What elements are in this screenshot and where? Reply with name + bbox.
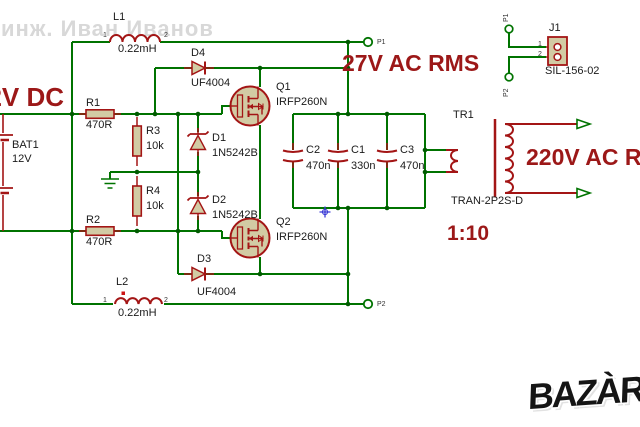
c2-ref-label: C2 <box>306 144 321 156</box>
r4-value-label: 10k <box>146 200 164 212</box>
p1-terminal-label: P1 <box>377 39 386 46</box>
d2-value-label: 1N5242B <box>212 209 258 221</box>
ac-secondary-annotation: 220V AC RMS <box>526 144 640 170</box>
q2-ref-label: Q2 <box>276 216 291 228</box>
output-arrow-bottom <box>576 187 593 199</box>
c2-value-label: 470n <box>306 160 331 172</box>
r1-value-label: 470R <box>86 119 113 131</box>
ground-symbol <box>101 178 119 189</box>
r4-ref-label: R4 <box>146 185 161 197</box>
mosfet-q1 <box>229 85 271 127</box>
origin-marker-red <box>121 291 125 295</box>
d4-ref-label: D4 <box>191 47 206 59</box>
j1-pin2-label: 2 <box>538 51 542 58</box>
diode-d3 <box>183 266 215 282</box>
c3-ref-label: C3 <box>400 144 415 156</box>
d3-value-label: UF4004 <box>197 286 237 298</box>
q1-ref-label: Q1 <box>276 81 291 93</box>
q1-value-label: IRFP260N <box>276 96 328 108</box>
diode-d4 <box>183 60 215 76</box>
r2-ref-label: R2 <box>86 214 101 226</box>
p2-terminal-label: P2 <box>377 301 386 308</box>
j1-ref-label: J1 <box>549 22 561 34</box>
r3-value-label: 10k <box>146 140 164 152</box>
turns-ratio-annotation: 1:10 <box>447 222 490 245</box>
tr1-ref-label: TR1 <box>453 109 474 121</box>
zener-d1 <box>186 127 210 157</box>
d4-value-label: UF4004 <box>191 77 231 89</box>
r3-ref-label: R3 <box>146 125 161 137</box>
l2-pin1-label: 1 <box>103 297 107 304</box>
capacitor-c1 <box>327 142 349 169</box>
zener-d2 <box>186 191 210 221</box>
bazar-logo: BAZÀR <box>527 367 640 418</box>
resistor-r2 <box>85 226 115 237</box>
l2-value-label: 0.22mH <box>118 307 157 319</box>
dc-input-annotation: 12V DC <box>0 82 65 112</box>
resistors <box>79 109 143 237</box>
watermark-text: инж. Иван Иванов <box>1 16 214 41</box>
tr1-value-label: TRAN-2P2S-D <box>451 195 524 207</box>
inductor-l2 <box>114 297 163 305</box>
ac-primary-annotation: 27V AC RMS <box>342 50 480 76</box>
l1-ref-label: L1 <box>113 11 126 23</box>
terminal-p1 <box>362 36 374 48</box>
output-arrow-top <box>576 118 593 130</box>
j1-p2-terminal-label: P2 <box>503 88 510 97</box>
inductor-l1 <box>109 34 161 43</box>
j1-pin1-label: 1 <box>538 41 542 48</box>
mosfet-q2 <box>229 217 271 259</box>
r2-value-label: 470R <box>86 236 113 248</box>
transformer-tr1 <box>446 119 577 197</box>
d1-value-label: 1N5242B <box>212 147 258 159</box>
wires <box>0 33 546 305</box>
l2-ref-label: L2 <box>116 276 129 288</box>
j1-value-label: SIL-156-02 <box>545 65 600 77</box>
r1-ref-label: R1 <box>86 97 101 109</box>
capacitor-c2 <box>282 142 304 169</box>
resistor-r3 <box>132 125 143 157</box>
terminal-p2 <box>362 298 374 310</box>
c1-value-label: 330n <box>351 160 376 172</box>
q2-value-label: IRFP260N <box>276 231 328 243</box>
d3-ref-label: D3 <box>197 253 212 265</box>
bat1-ref-label: BAT1 <box>12 139 39 151</box>
resistor-r4 <box>132 185 143 217</box>
d1-ref-label: D1 <box>212 132 227 144</box>
origin-marker-blue <box>319 206 331 218</box>
junction-dots <box>69 39 428 307</box>
l1-pin1-label: 1 <box>103 32 107 39</box>
j1-p1-terminal-label: P1 <box>503 13 510 22</box>
resistor-r1 <box>85 109 115 120</box>
battery-bat1 <box>0 114 13 231</box>
bat1-value-label: 12V <box>12 153 32 165</box>
l1-pin2-label: 2 <box>164 32 168 39</box>
capacitor-c3 <box>376 142 398 169</box>
c1-ref-label: C1 <box>351 144 366 156</box>
c3-value-label: 470n <box>400 160 425 172</box>
connector-j1 <box>504 24 568 82</box>
l1-value-label: 0.22mH <box>118 43 157 55</box>
l2-pin2-label: 2 <box>164 297 168 304</box>
d2-ref-label: D2 <box>212 194 227 206</box>
